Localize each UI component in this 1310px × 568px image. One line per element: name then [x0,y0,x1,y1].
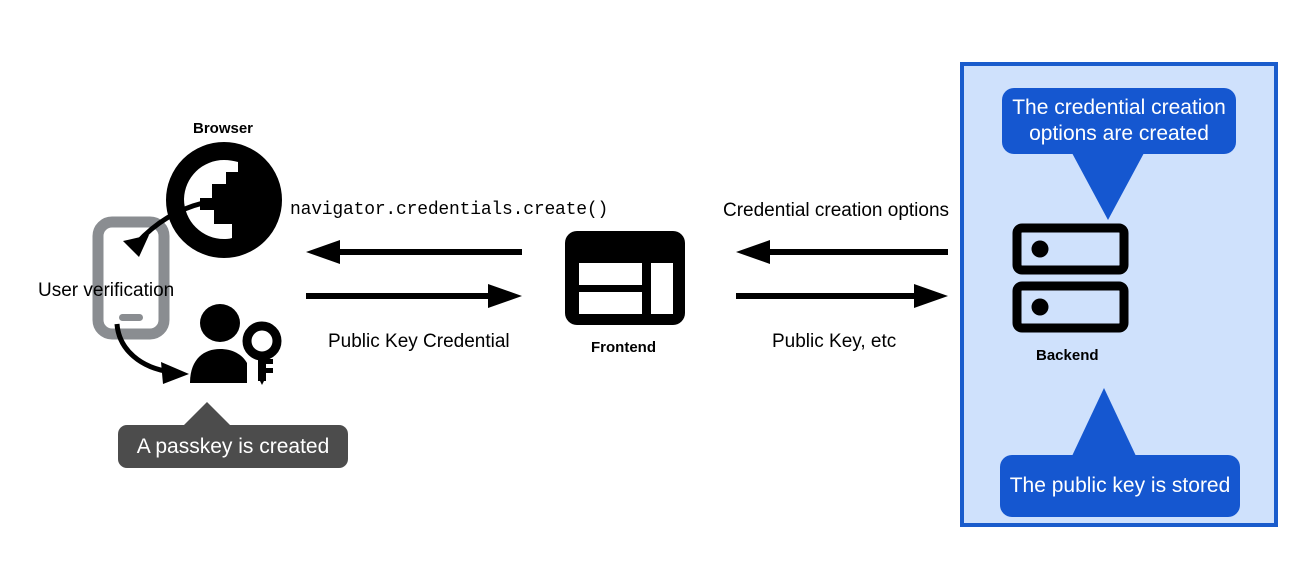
message-cred-options-label: Credential creation options [723,200,950,221]
window-layout-icon [565,231,685,325]
callout-options-created-text: The credential creation options are crea… [1012,96,1226,145]
callout-options-created-tail [1072,153,1144,220]
tooltip-passkey-created: A passkey is created [118,425,348,468]
arrow-globe-to-phone [95,195,215,275]
message-public-key-label: Public Key, etc [772,331,897,352]
user-verification-label: User verification [38,280,175,301]
arrow-pk-credential [306,284,522,308]
arrow-phone-to-user [105,318,215,390]
arrow-create-call [306,240,522,264]
user-key-icon [190,304,285,385]
callout-key-stored-text: The public key is stored [1009,474,1231,498]
arrow-cred-options [736,240,948,264]
message-pk-credential-label: Public Key Credential [328,331,510,352]
tooltip-passkey-tail [181,402,233,428]
globe-icon [166,142,282,258]
phone-icon [92,216,170,340]
server-icon [1012,223,1129,333]
tooltip-passkey-created-text: A passkey is created [136,434,330,458]
arrow-public-key [736,284,948,308]
callout-options-created: The credential creation options are crea… [1002,88,1236,154]
callout-key-stored: The public key is stored [1000,455,1240,517]
message-create-call-label: navigator.credentials.create() [290,200,609,220]
browser-label: Browser [193,120,254,137]
frontend-label: Frontend [591,339,656,356]
backend-label: Backend [1036,347,1099,364]
callout-key-stored-tail [1072,388,1136,456]
